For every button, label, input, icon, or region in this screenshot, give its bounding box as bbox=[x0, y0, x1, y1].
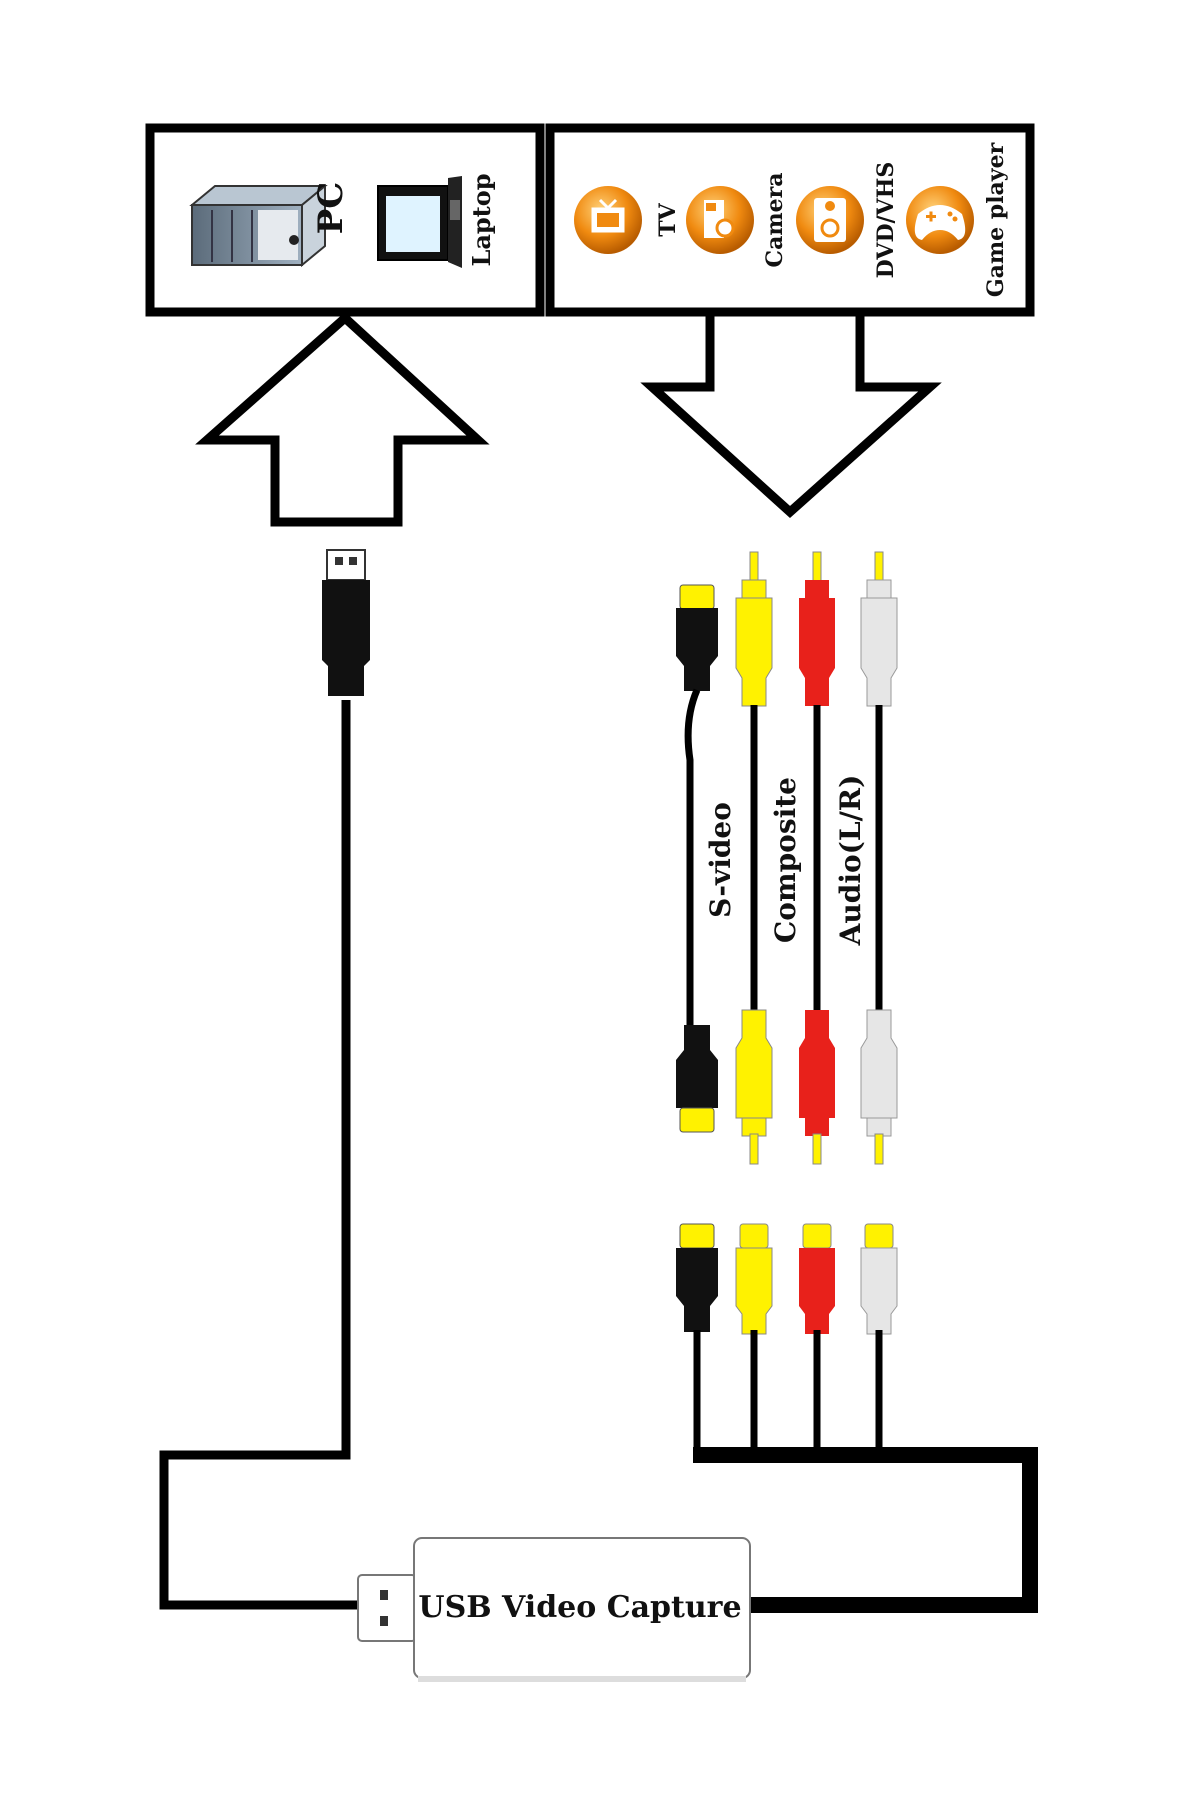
audio-left-plug-bottom bbox=[799, 1010, 835, 1165]
source-label-camera: Camera bbox=[762, 173, 788, 268]
audio-label: Audio(L/R) bbox=[834, 775, 867, 947]
svideo-plug-bottom bbox=[676, 1025, 718, 1133]
source-label-dvd-vhs: DVD/VHS bbox=[873, 162, 899, 279]
usb-cable bbox=[159, 700, 370, 1610]
tv-icon bbox=[574, 186, 642, 254]
device-composite-connector bbox=[735, 1223, 773, 1335]
composite-plug-bottom bbox=[735, 1009, 773, 1165]
composite-plug-top bbox=[735, 551, 773, 707]
source-label-tv: TV bbox=[655, 202, 681, 236]
svideo-plug-top bbox=[676, 584, 718, 691]
device-label: USB Video Capture bbox=[418, 1590, 741, 1625]
down-arrow bbox=[640, 307, 942, 519]
audio-right-plug-top bbox=[860, 551, 898, 707]
pc-tower-icon bbox=[189, 183, 328, 268]
device-audio-left-connector bbox=[799, 1223, 835, 1334]
device-audio-right-connector bbox=[860, 1223, 898, 1335]
audio-left-plug-top bbox=[799, 551, 835, 706]
camera-icon bbox=[686, 186, 754, 254]
source-label-game-player: Game player bbox=[983, 142, 1009, 297]
pc-label: PC bbox=[311, 182, 351, 235]
composite-label: Composite bbox=[769, 777, 802, 943]
usb-plug bbox=[322, 549, 370, 696]
usb-video-capture-device: USB Video Capture bbox=[357, 1537, 751, 1682]
computers-box: PC Laptop bbox=[145, 123, 545, 317]
sources-box: TV Camera DVD/VHS Game player bbox=[545, 123, 1035, 317]
device-cable-harness bbox=[693, 1330, 1038, 1613]
cables bbox=[684, 688, 883, 1030]
laptop-icon bbox=[377, 176, 462, 268]
device-svideo-connector bbox=[676, 1223, 718, 1332]
audio-right-plug-bottom bbox=[860, 1009, 898, 1165]
up-arrow bbox=[195, 311, 490, 527]
gamepad-icon bbox=[906, 186, 974, 254]
laptop-label: Laptop bbox=[467, 173, 496, 266]
dvd-vhs-icon bbox=[796, 186, 864, 254]
svideo-label: S-video bbox=[704, 802, 737, 918]
